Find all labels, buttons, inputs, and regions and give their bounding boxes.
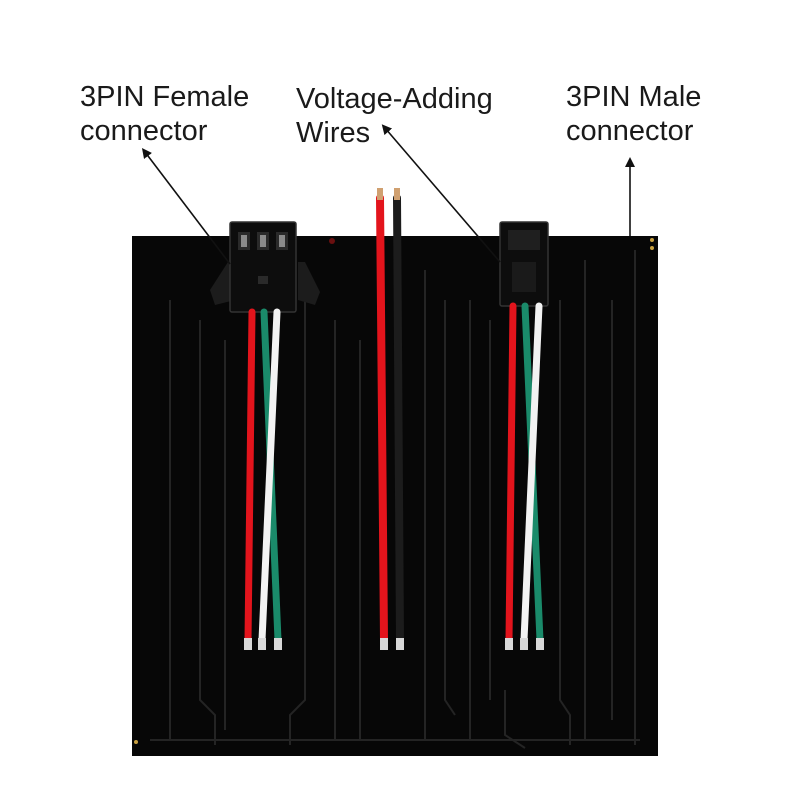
male-connector <box>499 221 549 307</box>
label-voltage-adding-wires: Voltage-Adding Wires <box>296 82 493 150</box>
male-wires <box>505 302 544 644</box>
female-connector <box>210 221 320 313</box>
label-female-connector: 3PIN Female connector <box>80 80 249 148</box>
label-male-line1: 3PIN Male <box>566 81 702 113</box>
solder-pad <box>329 238 335 244</box>
label-male-line2: connector <box>566 115 694 147</box>
label-voltage-line1: Voltage-Adding <box>296 83 493 115</box>
arrow-female <box>141 148 231 265</box>
label-voltage-line2: Wires <box>296 117 371 149</box>
label-male-connector: 3PIN Male connector <box>566 80 701 148</box>
voltage-adding-wires <box>376 194 404 644</box>
male-wire-tips <box>505 638 544 650</box>
solder-pad <box>134 740 138 744</box>
solder-pad <box>650 246 654 250</box>
label-female-line1: 3PIN Female <box>80 81 250 113</box>
pcb-traces <box>150 250 640 749</box>
female-wire-tips <box>244 638 282 650</box>
arrow-voltage <box>381 124 501 263</box>
female-wires <box>244 308 282 644</box>
solder-pad <box>650 238 654 242</box>
label-female-line2: connector <box>80 115 208 147</box>
voltage-wire-tips <box>377 188 404 650</box>
